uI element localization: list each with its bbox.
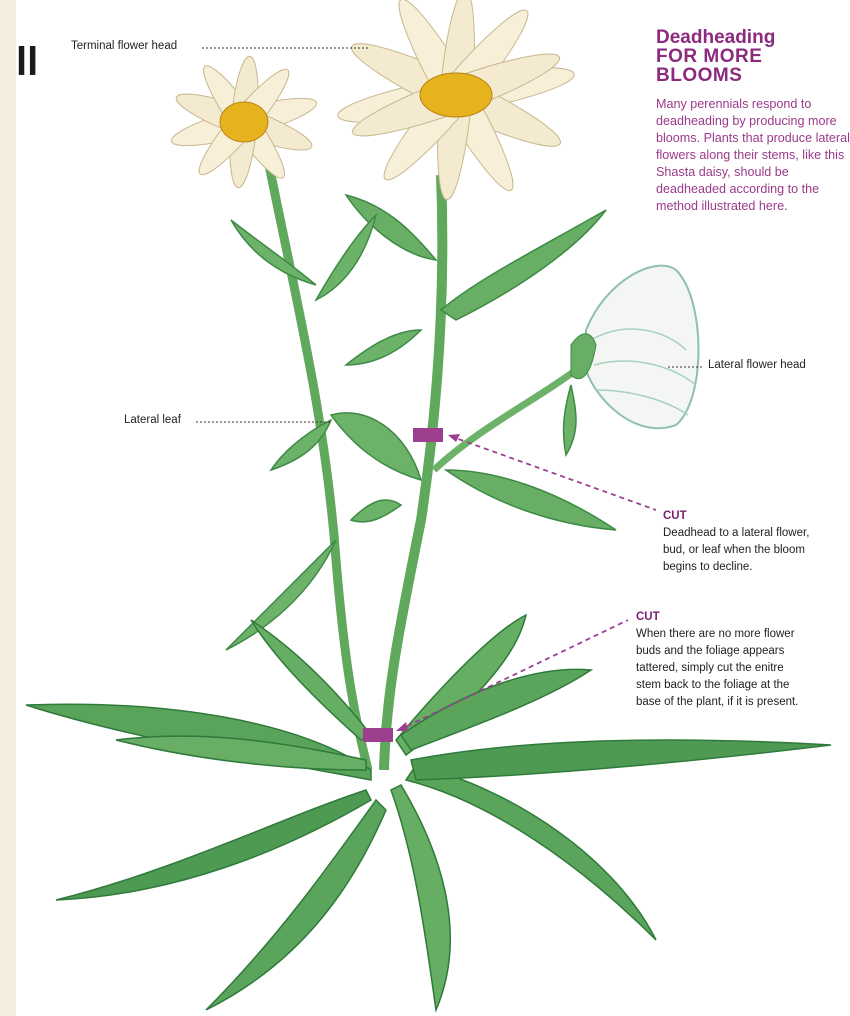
cut2-description: When there are no more flower buds and t… [636,626,798,711]
title-line-3: BLOOMS [656,66,850,85]
intro-paragraph: Many perennials respond to deadheading b… [656,96,850,215]
cut2-title: CUT [636,611,660,623]
cut2-line: buds and the foliage appears [636,643,798,660]
page-title: Deadheading FOR MORE BLOOMS [656,28,850,85]
lateral-leaf-label: Lateral leaf [124,414,181,426]
cut1-line: bud, or leaf when the bloom [663,542,809,559]
cut1-line: begins to decline. [663,559,809,576]
title-line-1: Deadheading [656,28,850,47]
cut2-line: When there are no more flower [636,626,798,643]
lateral-leaf-shape [331,413,421,480]
cut1-title: CUT [663,510,687,522]
cut2-line: base of the plant, if it is present. [636,694,798,711]
lateral-flower-head-label: Lateral flower head [708,359,806,371]
cut-marker-upper [413,428,443,442]
terminal-flower-head [335,0,578,201]
cut-marker-base [363,728,393,742]
lateral-flower-head [571,266,699,429]
cut1-line: Deadhead to a lateral flower, [663,525,809,542]
left-flower-head [168,55,320,189]
terminal-flower-head-label: Terminal flower head [71,40,177,52]
illustration-page: ll [16,0,850,1016]
cut1-description: Deadhead to a lateral flower, bud, or le… [663,525,809,576]
cut2-line: stem back to the foliage at the [636,677,798,694]
title-line-2: FOR MORE [656,47,850,66]
cut2-line: tattered, simply cut the enitre [636,660,798,677]
